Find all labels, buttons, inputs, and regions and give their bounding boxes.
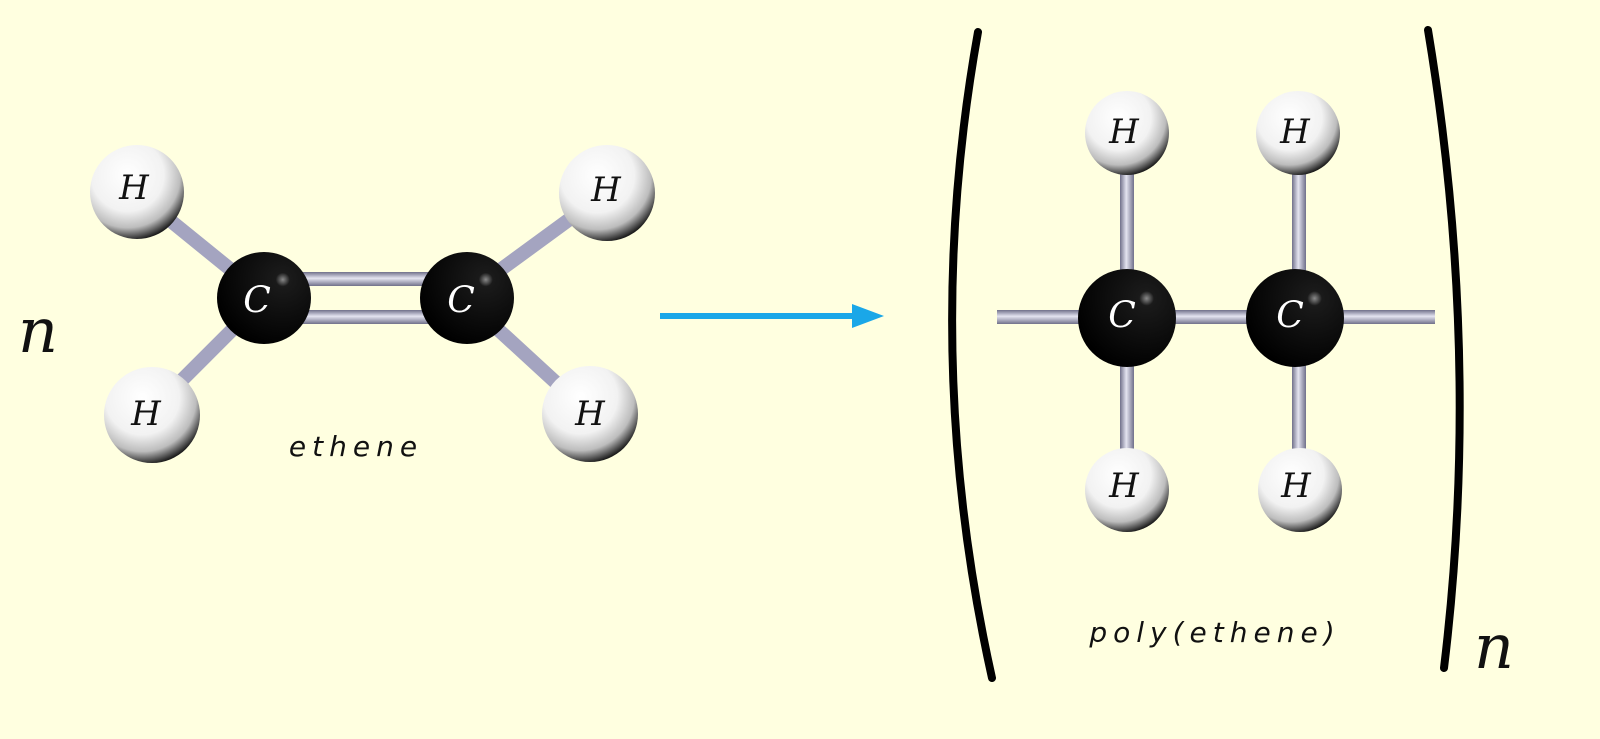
bond-icon bbox=[262, 310, 466, 324]
hydrogen-atom-bottom-2: H bbox=[1258, 448, 1342, 532]
carbon-atom-icon bbox=[1078, 269, 1176, 367]
atom-label: H bbox=[1108, 112, 1140, 152]
carbon-atom-left: C bbox=[217, 252, 311, 344]
product-subscript: n bbox=[1474, 610, 1514, 683]
atom-label: C bbox=[243, 281, 271, 322]
ethene-ch-bonds bbox=[138, 187, 611, 419]
atom-label: H bbox=[590, 170, 622, 210]
hydrogen-atom-icon bbox=[1258, 448, 1342, 532]
hydrogen-atom-bottom-left: H bbox=[104, 367, 200, 463]
hydrogen-atom-top-2: H bbox=[1256, 91, 1340, 175]
atom-label: H bbox=[130, 394, 162, 434]
polyethene-repeat-unit: n H H H H C C poly( bbox=[948, 26, 1514, 683]
atom-label: H bbox=[1280, 466, 1312, 506]
product-name: poly(ethene) bbox=[1088, 616, 1340, 649]
carbon-atom-right: C bbox=[420, 252, 514, 344]
hydrogen-atom-bottom-right: H bbox=[542, 366, 638, 462]
atom-label: H bbox=[574, 394, 606, 434]
ethene-double-bond bbox=[262, 272, 466, 324]
atom-label: C bbox=[447, 281, 475, 322]
reactant-name: ethene bbox=[289, 430, 423, 463]
left-bracket-icon bbox=[948, 28, 996, 682]
carbon-atom-1: C bbox=[1078, 269, 1176, 367]
atom-label: C bbox=[1276, 296, 1304, 337]
hydrogen-atom-icon bbox=[90, 145, 184, 239]
hydrogen-atom-icon bbox=[104, 367, 200, 463]
atom-label: C bbox=[1108, 296, 1136, 337]
carbon-atom-icon bbox=[217, 252, 311, 344]
atom-label: H bbox=[1279, 112, 1311, 152]
reactant-coefficient: n bbox=[18, 294, 58, 367]
hydrogen-atom-top-left: H bbox=[90, 145, 184, 239]
reaction-arrow-icon bbox=[660, 304, 884, 328]
hydrogen-atom-icon bbox=[559, 145, 655, 241]
hydrogen-atom-icon bbox=[542, 366, 638, 462]
backbone-bond-icon bbox=[997, 310, 1435, 324]
bond-icon bbox=[262, 272, 466, 286]
carbon-atom-2: C bbox=[1246, 269, 1344, 367]
ethene-molecule: H H H H C C ethene bbox=[90, 145, 655, 463]
hydrogen-atom-icon bbox=[1256, 91, 1340, 175]
hydrogen-atom-bottom-1: H bbox=[1085, 448, 1169, 532]
hydrogen-atom-icon bbox=[1085, 448, 1169, 532]
right-bracket-icon bbox=[1424, 26, 1464, 672]
hydrogen-atom-icon bbox=[1085, 91, 1169, 175]
carbon-atom-icon bbox=[1246, 269, 1344, 367]
arrow-head-icon bbox=[852, 304, 884, 328]
atom-label: H bbox=[1108, 466, 1140, 506]
hydrogen-atom-top-right: H bbox=[559, 145, 655, 241]
hydrogen-atom-top-1: H bbox=[1085, 91, 1169, 175]
atom-label: H bbox=[118, 168, 150, 208]
carbon-atom-icon bbox=[420, 252, 514, 344]
